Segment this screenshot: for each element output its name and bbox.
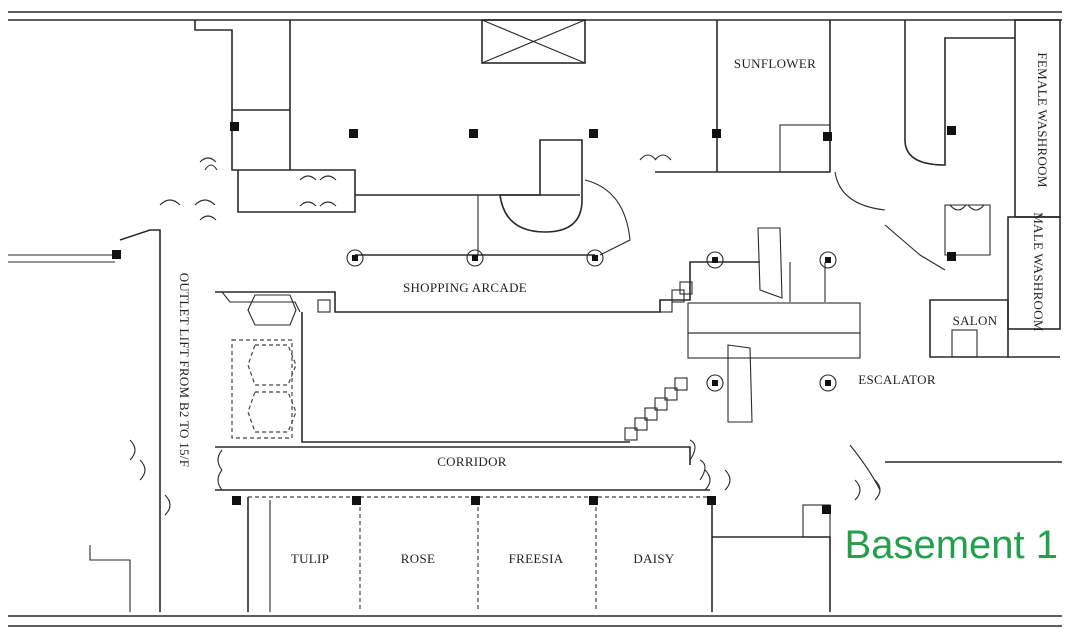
label-tulip: TULIP [291,551,329,566]
function-rooms [89,490,831,612]
service-block-top-left [119,20,356,490]
label-outlet-lift: OUTLET LIFT FROM B2 TO 15/F [177,273,192,468]
label-male-washroom: MALE WASHROOM [1031,212,1046,332]
arcade-core [215,227,861,443]
label-female-washroom: FEMALE WASHROOM [1035,52,1050,187]
label-rose: ROSE [401,551,435,566]
label-sunflower: SUNFLOWER [734,56,816,71]
label-freesia: FREESIA [509,551,564,566]
label-escalator: ESCALATOR [858,372,936,387]
label-salon: SALON [953,313,998,328]
sunflower-room [639,20,831,173]
floor-title: Basement 1 [845,523,1058,567]
label-daisy: DAISY [633,551,675,566]
building-outline [8,11,1062,627]
label-corridor: CORRIDOR [437,454,507,469]
columns [112,122,956,514]
circled-columns [346,249,837,392]
label-shopping-arcade: SHOPPING ARCADE [403,280,527,295]
corridor-walls [129,439,1062,516]
upper-hall [355,19,631,256]
washroom-block [834,19,1061,358]
